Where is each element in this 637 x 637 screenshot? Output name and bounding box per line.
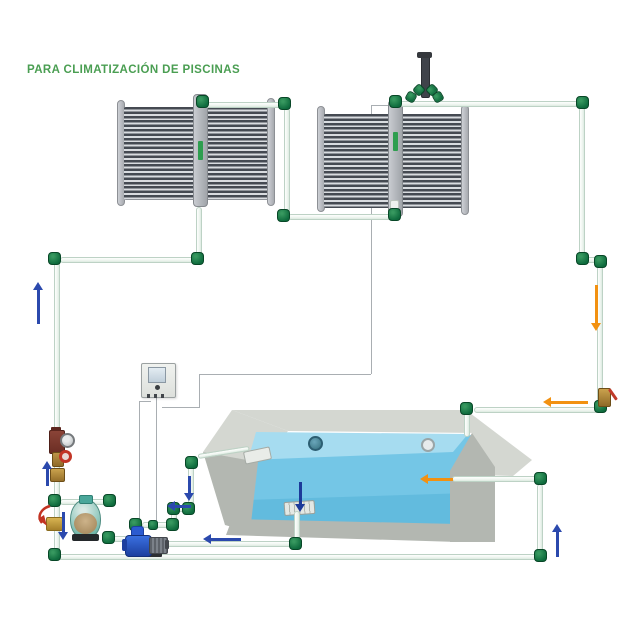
elbow-fitting — [102, 531, 115, 544]
flow-arrow-down-hot — [591, 285, 602, 331]
controller-button — [155, 385, 160, 390]
valve-cap — [51, 427, 61, 431]
flow-arrow-down — [184, 476, 195, 501]
pump-motor-cap — [165, 540, 169, 549]
page-title: PARA CLIMATIZACIÓN DE PISCINAS — [27, 64, 241, 76]
pipe-left-riser — [54, 262, 60, 552]
elbow-fitting — [166, 518, 179, 531]
flow-arrow-left — [167, 501, 191, 512]
elbow-fitting — [388, 208, 401, 221]
elbow-fitting — [576, 96, 589, 109]
elbow-fitting — [278, 97, 291, 110]
pipe-collector2-to-right — [400, 101, 578, 107]
flow-arrow-down — [58, 512, 69, 540]
elbow-fitting — [48, 252, 61, 265]
flow-arrow-up — [42, 461, 53, 486]
tee-fitting — [48, 494, 61, 507]
flow-arrow-down-drain — [295, 482, 306, 512]
air-vent-cap — [417, 52, 432, 58]
pressure-gauge — [60, 433, 75, 448]
flow-arrow-up — [33, 282, 44, 324]
flow-arrow-left-return — [420, 474, 453, 485]
controller-wire-sensor — [199, 374, 200, 408]
elbow-fitting — [460, 402, 473, 415]
elbow-fitting — [196, 95, 209, 108]
elbow-fitting — [185, 456, 198, 469]
collector-sensor-wire — [371, 105, 392, 106]
controller-wire — [139, 401, 151, 402]
controller-terminal — [154, 394, 157, 398]
balancing-valve — [598, 388, 611, 407]
elbow-fitting — [289, 537, 302, 550]
elbow-fitting — [594, 255, 607, 268]
collector-brand-sticker — [198, 141, 203, 160]
collector-sensor-wire — [371, 105, 372, 374]
pipe-riser-to-collector1 — [60, 257, 194, 263]
check-valve — [50, 468, 65, 482]
collector-end-cap — [267, 98, 275, 206]
elbow-fitting — [277, 209, 290, 222]
controller-wire-pump — [139, 401, 140, 522]
pool-wall-bottom — [226, 519, 458, 542]
pipe-collector1-feed — [196, 207, 202, 257]
collector-manifold — [193, 94, 208, 207]
pipe-pool-inlet-top — [464, 413, 470, 437]
collector-brand-sticker — [393, 132, 398, 151]
flow-arrow-up — [552, 524, 563, 557]
red-handwheel-valve — [59, 450, 72, 463]
pipe-return-rise — [537, 484, 543, 554]
flow-arrow-left-hot — [543, 397, 588, 408]
pool-inlet-fitting-icon — [421, 438, 435, 452]
controller-wire-pump-2 — [156, 397, 157, 521]
elbow-fitting — [48, 548, 61, 561]
elbow-fitting — [191, 252, 204, 265]
controller-display — [148, 367, 166, 383]
pool-light-icon — [308, 436, 323, 451]
controller-terminal — [161, 394, 164, 398]
pipe-collector-link — [288, 214, 392, 220]
pump-volute — [125, 535, 152, 557]
controller-wire-sensor — [162, 407, 200, 408]
pool-deck-back — [232, 410, 479, 433]
pipe-interpanel-drop — [284, 108, 290, 214]
union-fitting — [148, 520, 158, 530]
pipe-collector1-top — [205, 102, 281, 108]
controller-wire-sensor — [199, 374, 371, 375]
elbow-fitting — [576, 252, 589, 265]
filter-base — [72, 534, 99, 541]
elbow-fitting — [534, 472, 547, 485]
flow-arrow-curved-red — [38, 504, 51, 526]
elbow-fitting — [389, 95, 402, 108]
swimming-pool — [200, 405, 540, 565]
controller-terminal — [147, 394, 150, 398]
pipe-right-drop-upper — [579, 107, 585, 257]
elbow-fitting — [103, 494, 116, 507]
filter-collar — [79, 495, 93, 504]
filter-sand — [74, 513, 97, 534]
collector-end-cap — [461, 105, 469, 215]
pump-nose — [122, 539, 127, 551]
pipe-pool-return — [452, 476, 540, 482]
flow-arrow-left — [203, 534, 241, 545]
elbow-fitting — [534, 549, 547, 562]
